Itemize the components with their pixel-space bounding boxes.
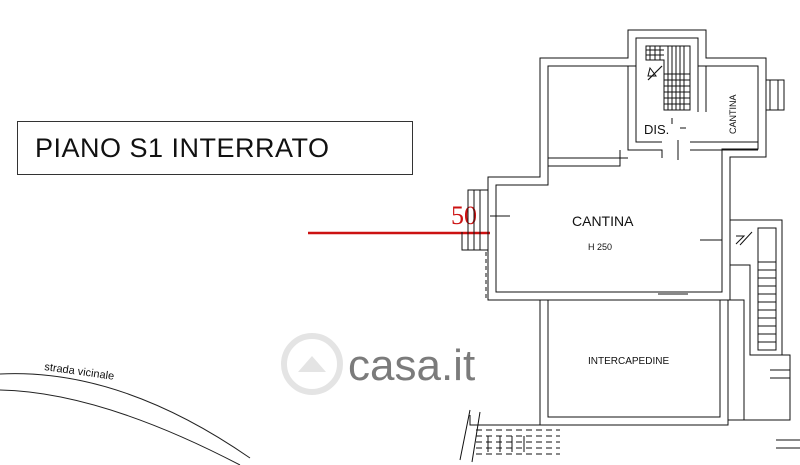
road: strada vicinale — [0, 361, 251, 465]
watermark-logo-icon — [281, 333, 343, 395]
section-marker-label: 50 — [451, 201, 477, 230]
window-right — [766, 79, 785, 111]
room-label-intercapedine: INTERCAPEDINE — [588, 356, 669, 367]
room-height-cantina: H 250 — [588, 242, 612, 252]
watermark-text: casa.it — [348, 341, 475, 390]
stair-right — [728, 219, 791, 421]
left-entrance — [461, 189, 488, 300]
room-label-cantina-main: CANTINA — [572, 213, 634, 229]
main-building-walls — [487, 29, 767, 301]
room-label-dis: DIS. — [644, 122, 669, 137]
road-label: strada vicinale — [44, 361, 115, 383]
floor-title: PIANO S1 INTERRATO — [35, 133, 330, 163]
floor-title-box: PIANO S1 INTERRATO — [17, 121, 413, 175]
stair-top — [645, 45, 691, 111]
doors — [490, 118, 722, 241]
road-edge-upper — [0, 373, 251, 459]
internal-walls — [548, 66, 758, 301]
room-label-cantina-small: CANTINA — [728, 94, 738, 134]
watermark: casa.it — [281, 333, 475, 395]
bottom-steps — [459, 409, 800, 463]
intercapedine-walls — [469, 300, 729, 426]
watermark-house-icon — [298, 356, 326, 372]
road-edge-lower — [0, 389, 241, 465]
